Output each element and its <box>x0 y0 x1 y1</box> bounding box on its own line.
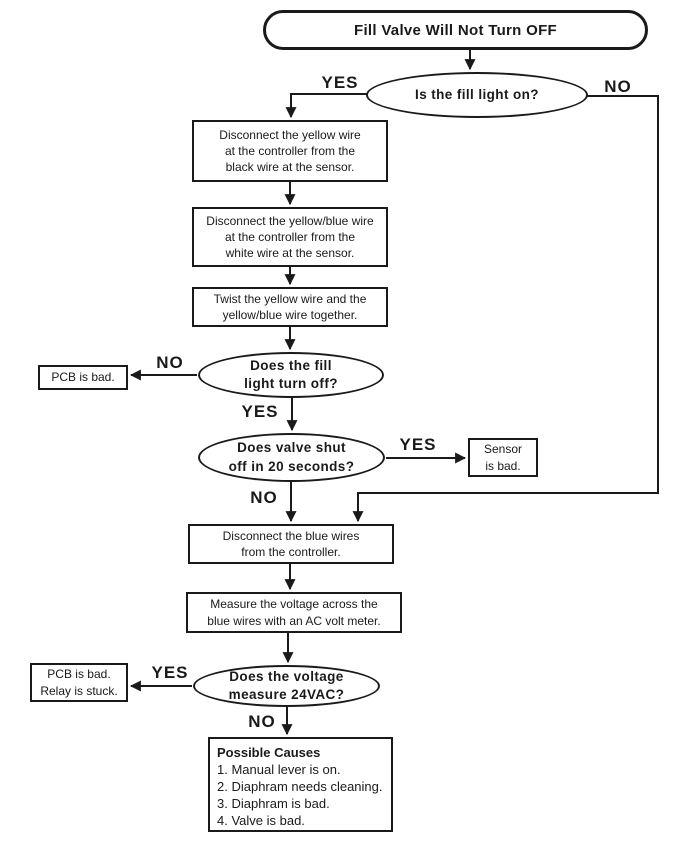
step-disconnect-yellow-wire-label: Disconnect the yellow wire at the contro… <box>219 127 361 175</box>
edge-label-yes-voltage-24vac: YES <box>151 663 189 682</box>
edge-label-no-voltage-24vac: NO <box>248 712 276 731</box>
step-disconnect-yellow-blue-wire-label: Disconnect the yellow/blue wire at the c… <box>206 213 374 261</box>
edge-label-no-fill-light-on: NO <box>604 77 632 96</box>
possible-causes-heading: Possible Causes <box>217 745 321 760</box>
outcome-pcb-bad-relay-stuck-label: PCB is bad. Relay is stuck. <box>40 667 118 698</box>
decision-fill-light-turn-off-label: Does the fill light turn off? <box>244 357 338 391</box>
outcome-possible-causes: Possible Causes 1. Manual lever is on. 2… <box>208 737 393 832</box>
edge-label-yes-valve-shut-off: YES <box>399 435 437 454</box>
outcome-sensor-is-bad-label: Sensor is bad. <box>483 442 523 473</box>
start-node-label: Fill Valve Will Not Turn OFF <box>354 21 557 39</box>
edge-label-no-valve-shut-off: NO <box>250 488 278 507</box>
step-disconnect-blue-wires-label: Disconnect the blue wires from the contr… <box>222 528 360 559</box>
decision-fill-light-on-label: Is the fill light on? <box>415 86 539 102</box>
decision-fill-light-on: Is the fill light on? <box>366 72 588 118</box>
decision-fill-light-turn-off: Does the fill light turn off? <box>198 352 384 398</box>
edge-label-yes-fill-light-on: YES <box>321 73 359 92</box>
outcome-sensor-is-bad: Sensor is bad. <box>468 438 538 477</box>
step-measure-voltage: Measure the voltage across the blue wire… <box>186 592 402 633</box>
step-measure-voltage-label: Measure the voltage across the blue wire… <box>207 597 381 628</box>
start-node: Fill Valve Will Not Turn OFF <box>263 10 648 50</box>
decision-valve-shut-off-label: Does valve shut off in 20 seconds? <box>228 440 355 474</box>
outcome-pcb-bad-relay-stuck: PCB is bad. Relay is stuck. <box>30 663 128 702</box>
step-disconnect-yellow-blue-wire: Disconnect the yellow/blue wire at the c… <box>192 207 388 267</box>
edge-label-no-fill-light-turn-off: NO <box>156 353 184 372</box>
decision-voltage-24vac: Does the voltage measure 24VAC? <box>193 665 380 707</box>
step-disconnect-blue-wires: Disconnect the blue wires from the contr… <box>188 524 394 564</box>
possible-cause-item: 1. Manual lever is on. <box>217 762 341 777</box>
outcome-pcb-is-bad-label: PCB is bad. <box>51 370 115 385</box>
possible-cause-item: 2. Diaphram needs cleaning. <box>217 779 383 794</box>
step-disconnect-yellow-wire: Disconnect the yellow wire at the contro… <box>192 120 388 182</box>
decision-voltage-24vac-label: Does the voltage measure 24VAC? <box>228 668 345 702</box>
step-twist-wires-label: Twist the yellow wire and the yellow/blu… <box>213 291 367 322</box>
possible-cause-item: 3. Diaphram is bad. <box>217 796 330 811</box>
decision-valve-shut-off: Does valve shut off in 20 seconds? <box>198 433 385 482</box>
edge-label-yes-fill-light-turn-off: YES <box>241 402 279 421</box>
outcome-pcb-is-bad: PCB is bad. <box>38 365 128 390</box>
step-twist-wires: Twist the yellow wire and the yellow/blu… <box>192 287 388 327</box>
possible-cause-item: 4. Valve is bad. <box>217 813 305 828</box>
